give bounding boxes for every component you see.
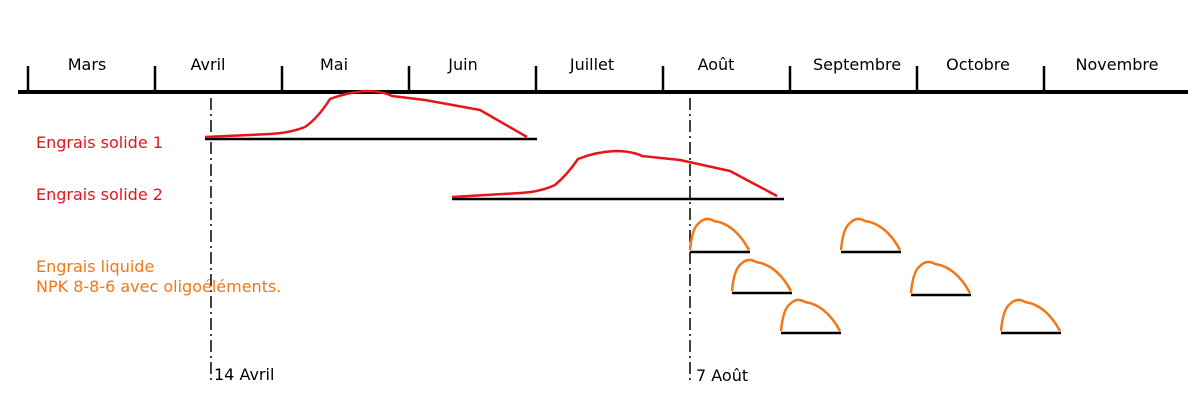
solid-1-release-curve [204, 89, 528, 139]
liquid-label-line2: NPK 8-8-6 avec oligoéléments. [36, 277, 281, 296]
solid-fertilizer-2 [451, 149, 784, 201]
month-label-aout: Août [698, 55, 735, 74]
date-label-april-14: 14 Avril [214, 365, 274, 384]
month-label-mai: Mai [320, 55, 348, 74]
solid-2-release-curve [451, 149, 778, 199]
month-label-novembre: Novembre [1076, 55, 1159, 74]
liquid-label-line1: Engrais liquide [36, 257, 154, 276]
liquid-application-1 [688, 217, 751, 254]
month-label-mars: Mars [68, 55, 107, 74]
month-separators [26, 66, 1046, 90]
date-label-august-7: 7 Août [696, 366, 748, 385]
month-label-avril: Avril [191, 55, 226, 74]
liquid-application-6 [999, 298, 1062, 335]
liquid-application-2 [730, 258, 793, 295]
solid-fertilizer-1 [204, 89, 537, 141]
month-label-juin: Juin [447, 55, 477, 74]
month-label-octobre: Octobre [946, 55, 1010, 74]
solid-1-label: Engrais solide 1 [36, 133, 163, 152]
liquid-fertilizer-applications [688, 217, 1062, 335]
liquid-application-3 [779, 298, 842, 335]
month-labels: Mars Avril Mai Juin Juillet Août Septemb… [68, 55, 1159, 74]
liquid-application-4 [839, 217, 902, 254]
liquid-application-5 [909, 260, 972, 297]
month-label-septembre: Septembre [813, 55, 901, 74]
month-label-juillet: Juillet [569, 55, 614, 74]
solid-2-label: Engrais solide 2 [36, 185, 163, 204]
